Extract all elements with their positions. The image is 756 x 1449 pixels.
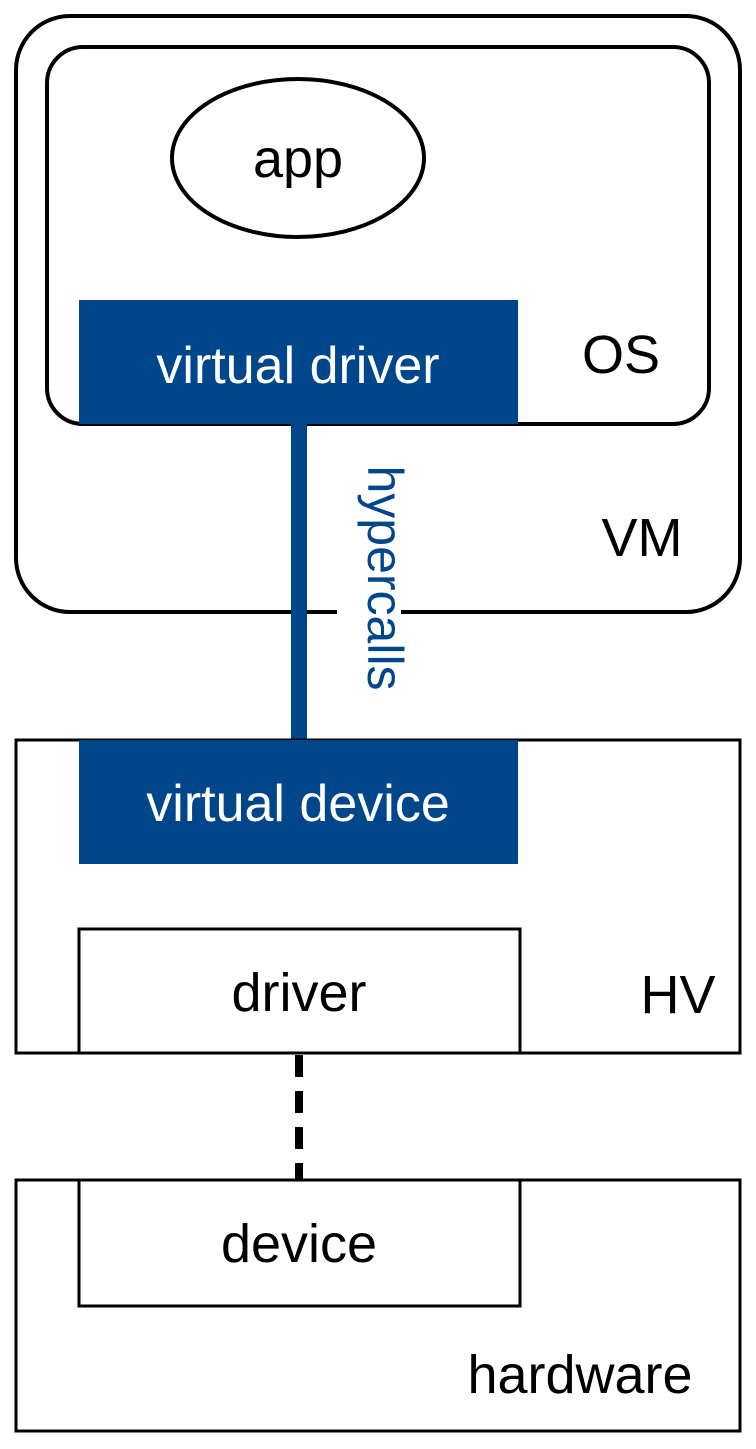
hardware-label: hardware	[467, 1345, 692, 1405]
hypercalls-connector	[291, 424, 307, 742]
virtual-driver-label: virtual driver	[156, 337, 439, 395]
vm-label: VM	[602, 508, 683, 568]
app-ellipse	[170, 77, 426, 239]
driver-box	[77, 927, 522, 1055]
device-box	[77, 1178, 522, 1308]
hv-label: HV	[640, 965, 715, 1025]
virtual-device-box	[79, 740, 518, 864]
hypercalls-label: hypercalls	[357, 465, 413, 690]
os-label: OS	[582, 325, 660, 385]
device-label: device	[221, 1214, 377, 1274]
virtual-driver-box	[79, 300, 518, 424]
driver-label: driver	[231, 963, 366, 1023]
hypercalls-label-bg	[337, 590, 401, 630]
app-label: app	[253, 129, 343, 189]
virtual-device-label: virtual device	[146, 775, 449, 833]
